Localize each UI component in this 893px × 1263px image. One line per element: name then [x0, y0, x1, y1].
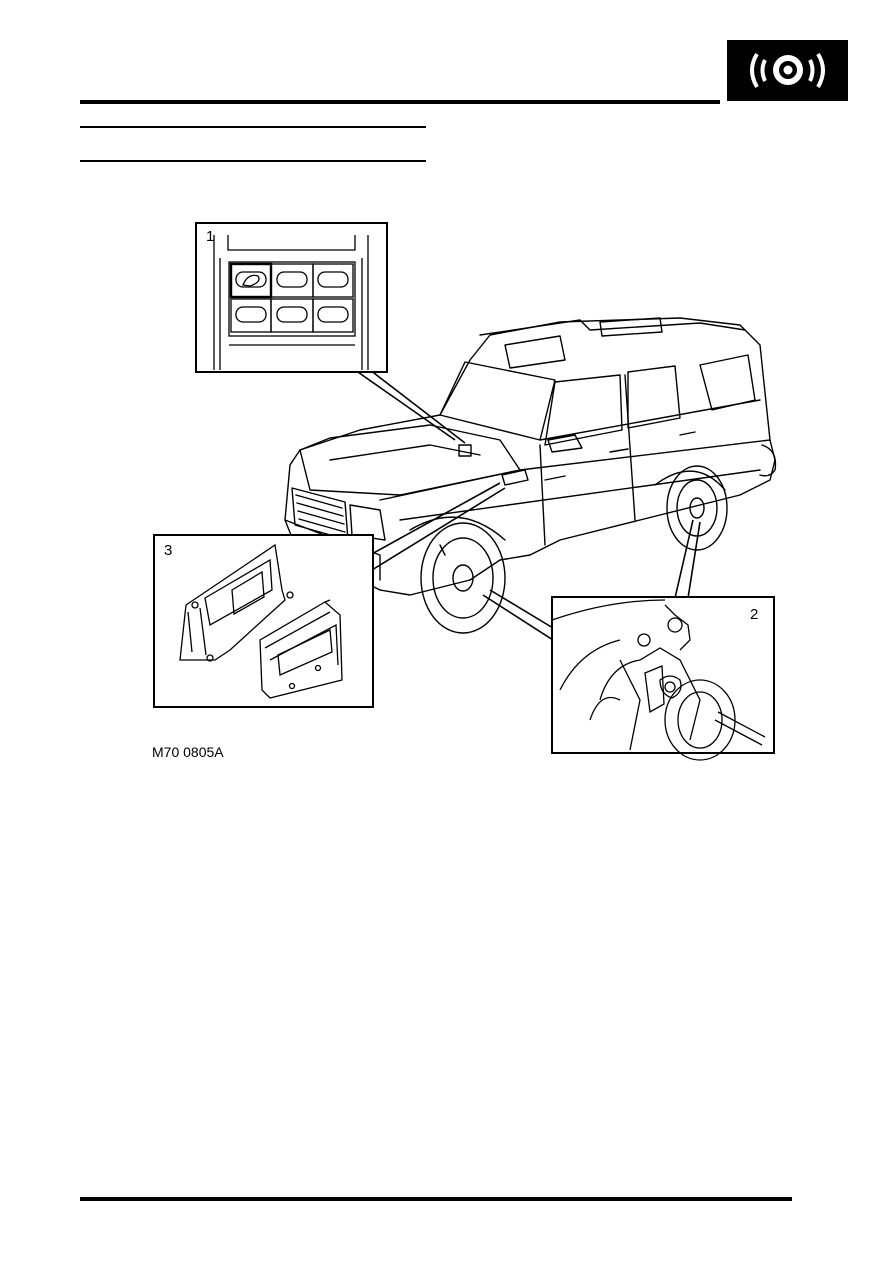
front-wheel	[420, 522, 506, 634]
leader-1b	[369, 369, 466, 444]
inset-3-ecu	[153, 534, 374, 708]
inset-2-wheel-sensor	[551, 596, 775, 761]
title-rule-top	[80, 126, 426, 128]
leader-3b	[371, 487, 506, 571]
windscreen	[439, 361, 556, 441]
title-rule-bottom	[80, 160, 426, 162]
header-rule	[80, 100, 720, 104]
rear-quarter-window	[699, 354, 756, 411]
footer-rule	[80, 1197, 792, 1201]
vehicle-body	[284, 317, 776, 596]
rear-wheel	[666, 465, 728, 551]
figure-code: M70 0805A	[152, 744, 224, 760]
leader-1a	[354, 369, 456, 441]
brake-disc-icon	[750, 52, 825, 89]
leader-3a	[369, 482, 501, 556]
callout-number: 2	[750, 606, 759, 623]
leader-2b	[482, 594, 554, 641]
inset-1-switch-panel	[195, 222, 388, 373]
leader-2c	[674, 519, 694, 599]
leader-2a	[489, 589, 554, 629]
leader-2d	[687, 521, 701, 599]
brakes-section-logo	[727, 40, 848, 101]
front-door-window	[544, 374, 623, 446]
callout-number: 3	[164, 542, 173, 559]
callout-number: 1	[206, 228, 215, 245]
hdc-switch-marker	[458, 444, 472, 457]
ecu-marker	[501, 469, 529, 486]
